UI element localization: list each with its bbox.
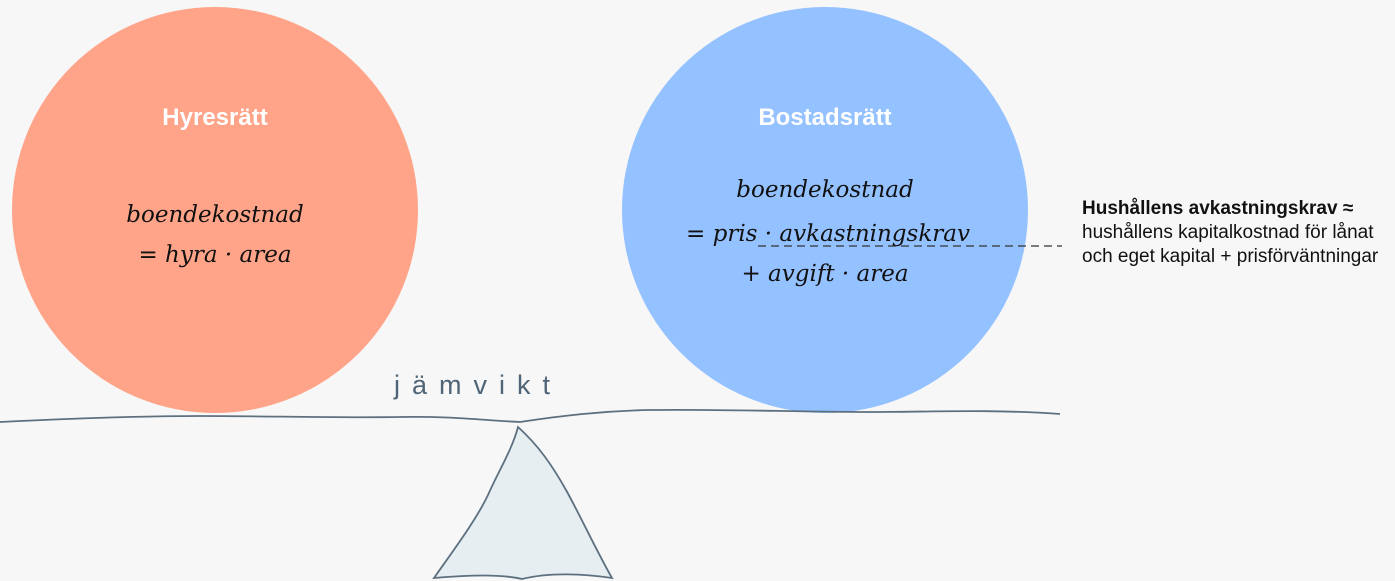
ownership-formula-line2: = pris · avkastningskrav	[686, 221, 970, 247]
rental-formula-line1: boendekostnad	[126, 202, 303, 228]
balance-beam	[0, 408, 1061, 423]
note-title: Hushållens avkastningskrav ≈	[1082, 198, 1354, 219]
rental-title: Hyresrätt	[162, 104, 267, 131]
note-body: hushållens kapitalkostnad för lånat och …	[1082, 222, 1379, 267]
balance-label: jämvikt	[393, 370, 562, 400]
ownership-circle	[622, 7, 1028, 413]
rental-formula-line2: = hyra · area	[138, 242, 291, 268]
ownership-formula-line1: boendekostnad	[736, 177, 913, 203]
ownership-formula-term: avkastningskrav	[779, 221, 970, 247]
ownership-formula-prefix: = pris ·	[686, 221, 779, 247]
rental-circle	[12, 7, 418, 413]
ownership-title: Bostadsrätt	[758, 104, 891, 131]
fulcrum	[432, 425, 614, 580]
ownership-formula-line3: + avgift · area	[741, 261, 908, 287]
rental-group: Hyresrätt boendekostnad = hyra · area	[12, 7, 418, 413]
callout-note: Hushållens avkastningskrav ≈ hushållens …	[1082, 197, 1395, 269]
ownership-group: Bostadsrätt boendekostnad = pris · avkas…	[622, 7, 1028, 413]
